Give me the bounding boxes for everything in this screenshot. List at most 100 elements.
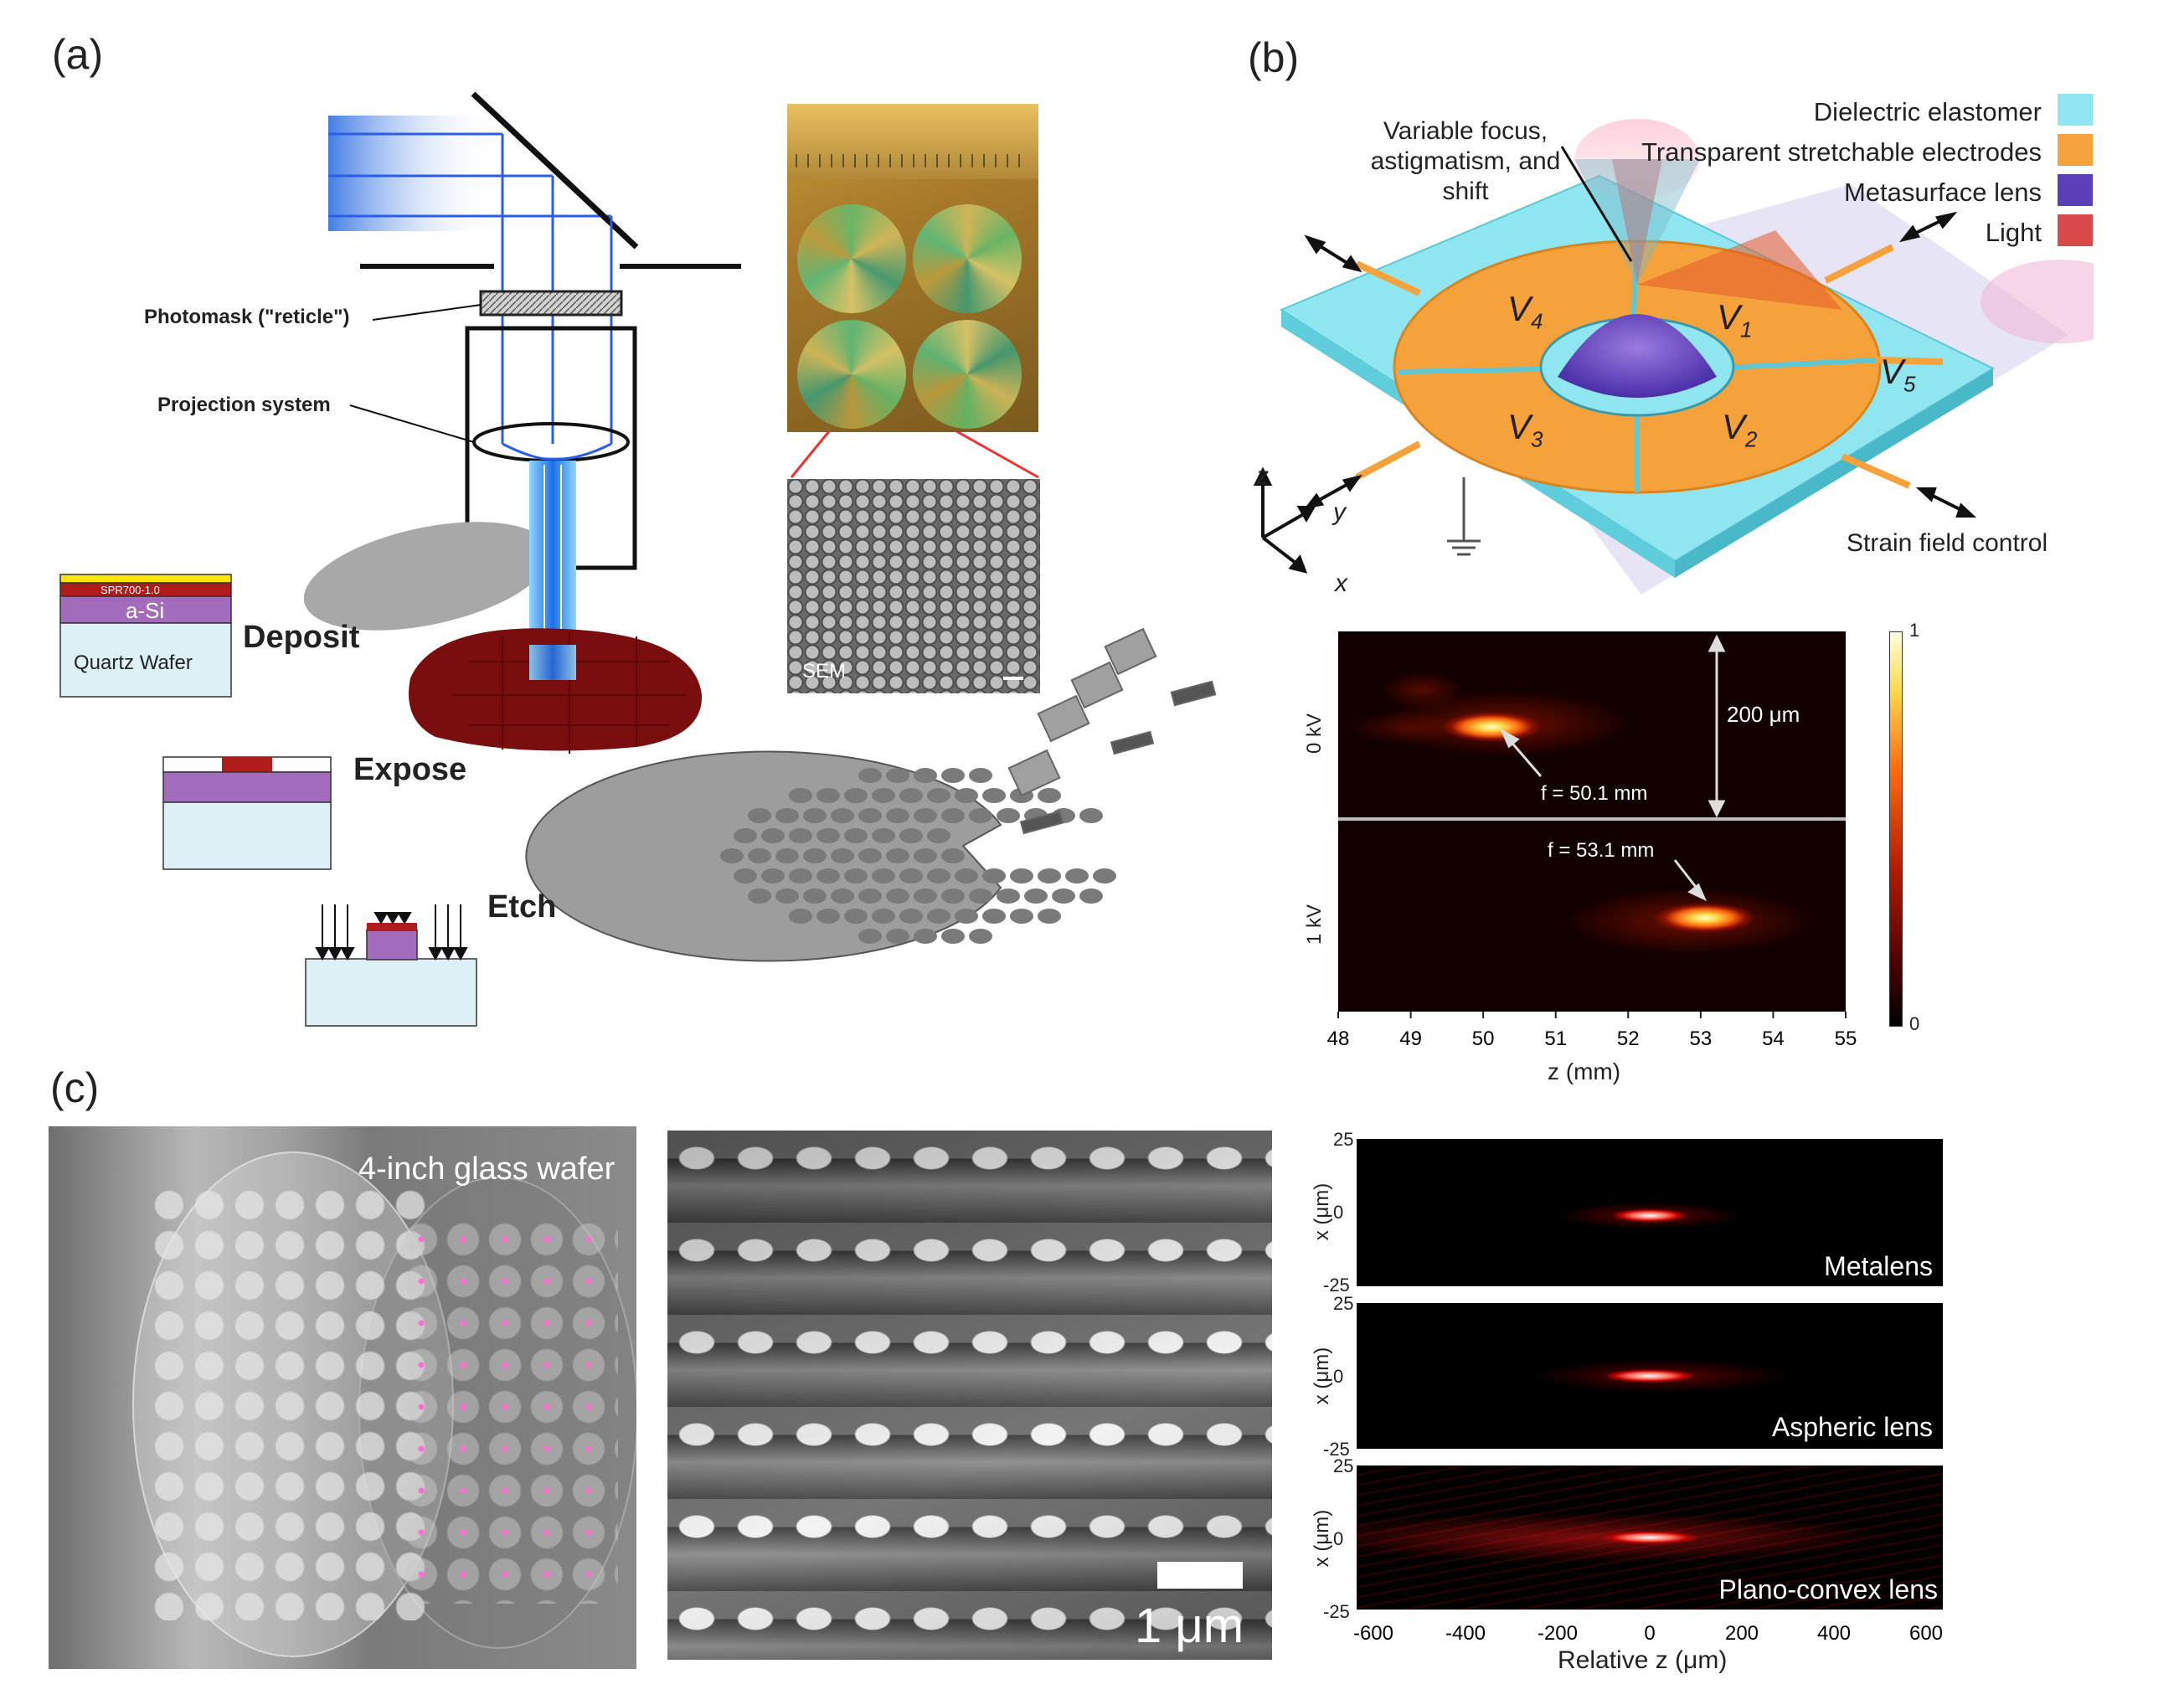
wafer-die bbox=[1079, 889, 1103, 904]
wafer-die bbox=[1038, 868, 1061, 883]
focus-label-0kv: f = 50.1 mm bbox=[1541, 782, 1648, 805]
axis-x-label: x bbox=[1335, 569, 1347, 597]
profile-title: Metalens bbox=[1824, 1251, 1933, 1281]
wafer-die bbox=[955, 788, 978, 803]
wafer-die bbox=[872, 788, 895, 803]
metalens-wafer-photo bbox=[787, 104, 1038, 432]
x-tick-label: 51 bbox=[1544, 1028, 1567, 1050]
tunable-metalens-device bbox=[1253, 119, 2094, 595]
profile-title: Plano-convex lens bbox=[1718, 1574, 1938, 1605]
wafer-die bbox=[858, 848, 882, 863]
wafer-die bbox=[886, 768, 909, 783]
wafer-die bbox=[941, 889, 965, 904]
wafer-die bbox=[775, 889, 799, 904]
wafer-die bbox=[969, 889, 992, 904]
x-tick-label: 600 bbox=[1909, 1622, 1943, 1645]
wafer-die bbox=[844, 788, 868, 803]
electrode-v3: V3 bbox=[1507, 407, 1543, 452]
x-tick-label: 53 bbox=[1690, 1028, 1713, 1050]
wafer-die bbox=[858, 768, 882, 783]
wafer-die bbox=[955, 868, 978, 883]
x-tick-label: 55 bbox=[1835, 1028, 1857, 1050]
focus-heatmap-bottom bbox=[1338, 821, 1846, 1012]
x-tick-label: 54 bbox=[1762, 1028, 1785, 1050]
y-tick-label: -25 bbox=[1323, 1275, 1350, 1295]
projection-label: Projection system bbox=[157, 394, 331, 416]
wafer-die bbox=[831, 889, 854, 904]
profile-title: Aspheric lens bbox=[1771, 1412, 1933, 1442]
wafer-label: 4-inch glass wafer bbox=[358, 1151, 616, 1187]
wafer-die bbox=[816, 828, 840, 843]
wafer-die bbox=[927, 788, 950, 803]
wafer-die bbox=[969, 929, 992, 944]
x-tick-label: 48 bbox=[1327, 1028, 1350, 1050]
wafer-die bbox=[914, 808, 937, 823]
wafer-die bbox=[982, 868, 1006, 883]
electrode-v5: V5 bbox=[1880, 352, 1916, 397]
axis-z-label: z bbox=[1256, 462, 1269, 490]
axis-y-label: y bbox=[1333, 498, 1346, 526]
nanopillar-sem: 1 μm bbox=[667, 1131, 1272, 1660]
deposit-stack bbox=[59, 574, 232, 698]
y-tick-label: 0 bbox=[1333, 1366, 1344, 1387]
sem-scale-label: 1 μm bbox=[1135, 1599, 1244, 1653]
wafer-die bbox=[734, 868, 757, 883]
wafer-die bbox=[914, 848, 937, 863]
wafer-die bbox=[941, 768, 965, 783]
wafer-die bbox=[803, 848, 827, 863]
wafer-die bbox=[886, 889, 909, 904]
panel-b-label: (b) bbox=[1248, 34, 1300, 81]
row-label-1kv: 1 kV bbox=[1303, 904, 1326, 945]
step-deposit: Deposit bbox=[243, 620, 360, 655]
wafer-die bbox=[789, 788, 812, 803]
wafer-die bbox=[1052, 889, 1075, 904]
scale-bar bbox=[1003, 677, 1023, 680]
x-tick-label: 50 bbox=[1472, 1028, 1495, 1050]
wafer-die bbox=[748, 889, 771, 904]
wafer-die bbox=[1093, 868, 1116, 883]
wafer-die bbox=[997, 808, 1020, 823]
wafer-die bbox=[886, 929, 909, 944]
wafer-die bbox=[982, 788, 1006, 803]
wafer-die bbox=[748, 848, 771, 863]
wafer-die bbox=[886, 848, 909, 863]
wafer-shadow bbox=[303, 522, 551, 631]
x-tick-label: 200 bbox=[1725, 1622, 1759, 1645]
resist-wafer bbox=[409, 628, 703, 751]
wafer-die bbox=[1010, 909, 1033, 924]
illumination-beam bbox=[328, 116, 611, 231]
profile-aspheric: Aspheric lens bbox=[1357, 1303, 1943, 1449]
y-axis-label: x (μm) bbox=[1311, 1509, 1334, 1568]
lithography-schematic bbox=[59, 91, 1217, 1027]
wafer-die bbox=[761, 868, 785, 883]
wafer-die bbox=[899, 788, 923, 803]
x-tick-label: 52 bbox=[1617, 1028, 1640, 1050]
legend-label: Light bbox=[1985, 218, 2042, 247]
wafer-die bbox=[927, 909, 950, 924]
wafer-die bbox=[844, 909, 868, 924]
focus-heatmap-top bbox=[1338, 631, 1846, 817]
panel-a-label: (a) bbox=[52, 31, 104, 78]
wafer-die bbox=[982, 909, 1006, 924]
legend-swatch bbox=[2058, 94, 2093, 126]
wafer-die bbox=[1038, 909, 1061, 924]
wafer-die bbox=[914, 768, 937, 783]
y-tick-label: 0 bbox=[1333, 1528, 1344, 1549]
sem-scale-bar bbox=[1157, 1562, 1243, 1589]
wafer-die bbox=[872, 909, 895, 924]
step-etch: Etch bbox=[487, 889, 557, 925]
y-tick-label: -25 bbox=[1323, 1439, 1350, 1460]
x-tick-label: 0 bbox=[1644, 1622, 1655, 1645]
wafer-die bbox=[941, 848, 965, 863]
y-tick-label: 25 bbox=[1333, 1455, 1354, 1476]
wafer-die bbox=[1010, 868, 1033, 883]
scale-200um: 200 μm bbox=[1727, 702, 1800, 727]
photomask-label: Photomask ("reticle") bbox=[144, 306, 350, 328]
wafer-die bbox=[941, 808, 965, 823]
profile-planoconvex: Plano-convex lens bbox=[1357, 1465, 1943, 1610]
wafer-die bbox=[734, 828, 757, 843]
wafer-die bbox=[1079, 808, 1103, 823]
focus-label-1kv: f = 53.1 mm bbox=[1548, 839, 1655, 862]
wafer-die bbox=[831, 808, 854, 823]
